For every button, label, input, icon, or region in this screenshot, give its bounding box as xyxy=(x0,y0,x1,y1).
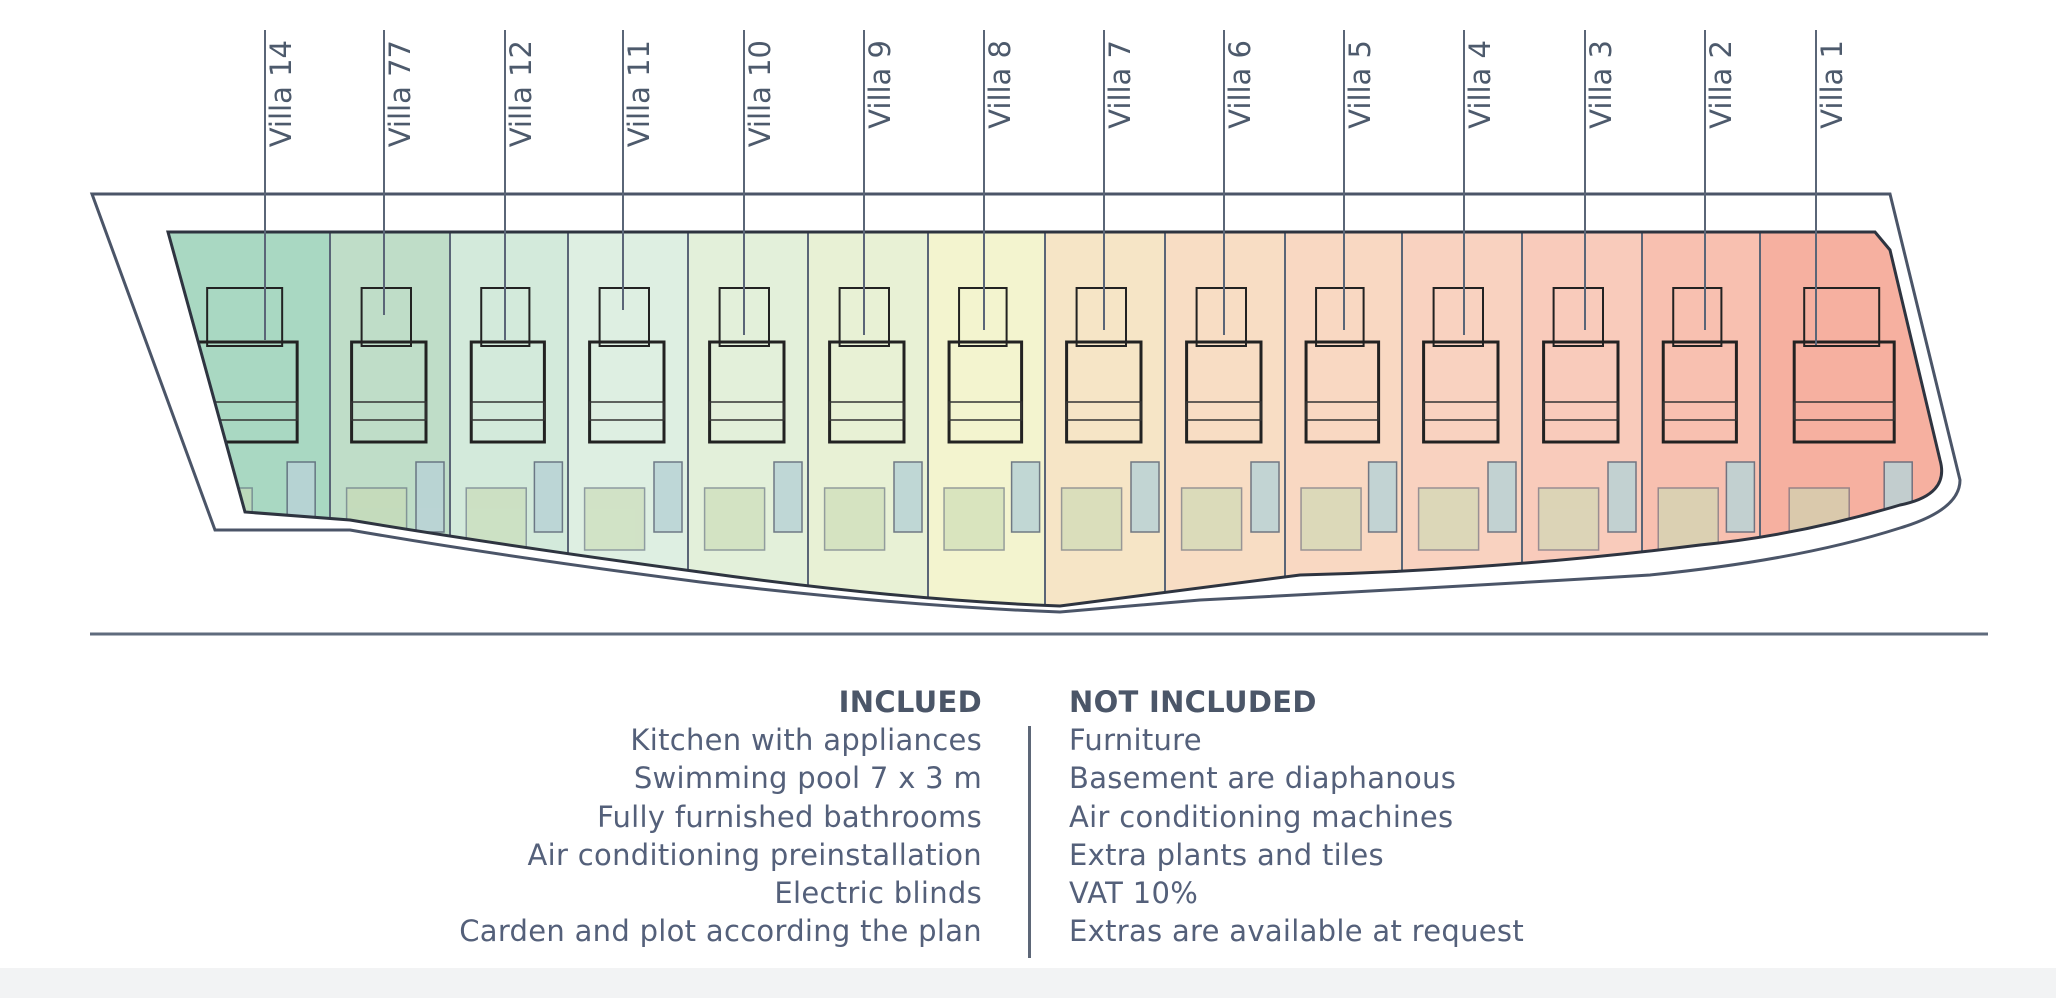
villa-label: Villa 11 xyxy=(622,40,656,147)
villa-label: Villa 77 xyxy=(383,40,417,147)
included-item: Carden and plot according the plan xyxy=(459,914,982,949)
not-included-item: Extras are available at request xyxy=(1069,914,1525,949)
site-boundary xyxy=(166,230,1943,608)
villa-plot xyxy=(168,232,331,606)
not-included-heading: NOT INCLUDED xyxy=(1069,685,1317,719)
villa-label: Villa 5 xyxy=(1343,40,1377,129)
villa-label: Villa 7 xyxy=(1103,40,1137,129)
column-divider xyxy=(1028,726,1031,958)
not-included-item: Furniture xyxy=(1069,723,1202,758)
villa-plot xyxy=(1401,232,1523,606)
villa-plot xyxy=(687,232,809,606)
included-item: Kitchen with appliances xyxy=(630,723,982,758)
villa-plot xyxy=(1641,232,1761,606)
not-included-item: Basement are diaphanous xyxy=(1069,761,1457,796)
villa-label: Villa 8 xyxy=(983,40,1017,129)
footer-band xyxy=(0,968,2056,998)
included-item: Electric blinds xyxy=(774,876,982,911)
villa-label: Villa 14 xyxy=(264,40,298,147)
lot-outline xyxy=(89,192,1962,614)
villa-label: Villa 12 xyxy=(504,40,538,147)
not-included-item: Extra plants and tiles xyxy=(1069,837,1384,872)
villa-plot xyxy=(927,232,1046,606)
villa-label: Villa 10 xyxy=(743,40,777,147)
included-list: INCLUED Kitchen with appliances Swimming… xyxy=(459,683,982,950)
included-item: Fully furnished bathrooms xyxy=(597,799,982,834)
villa-label: Villa 9 xyxy=(863,40,897,129)
villa-label: Villa 2 xyxy=(1704,40,1738,129)
villa-plot xyxy=(807,232,929,606)
villa-label: Villa 3 xyxy=(1584,40,1618,129)
villa-label: Villa 4 xyxy=(1463,40,1497,129)
villa-plot xyxy=(329,232,451,606)
not-included-item: VAT 10% xyxy=(1069,876,1199,911)
not-included-item: Air conditioning machines xyxy=(1069,799,1454,834)
villa-plot xyxy=(567,232,689,606)
villa-plot xyxy=(1521,232,1643,606)
villa-label: Villa 6 xyxy=(1223,40,1257,129)
included-item: Air conditioning preinstallation xyxy=(527,837,982,872)
included-heading: INCLUED xyxy=(838,685,982,719)
included-item: Swimming pool 7 x 3 m xyxy=(633,761,982,796)
villa-label: Villa 1 xyxy=(1815,40,1849,129)
not-included-list: NOT INCLUDED Furniture Basement are diap… xyxy=(1069,683,1524,950)
